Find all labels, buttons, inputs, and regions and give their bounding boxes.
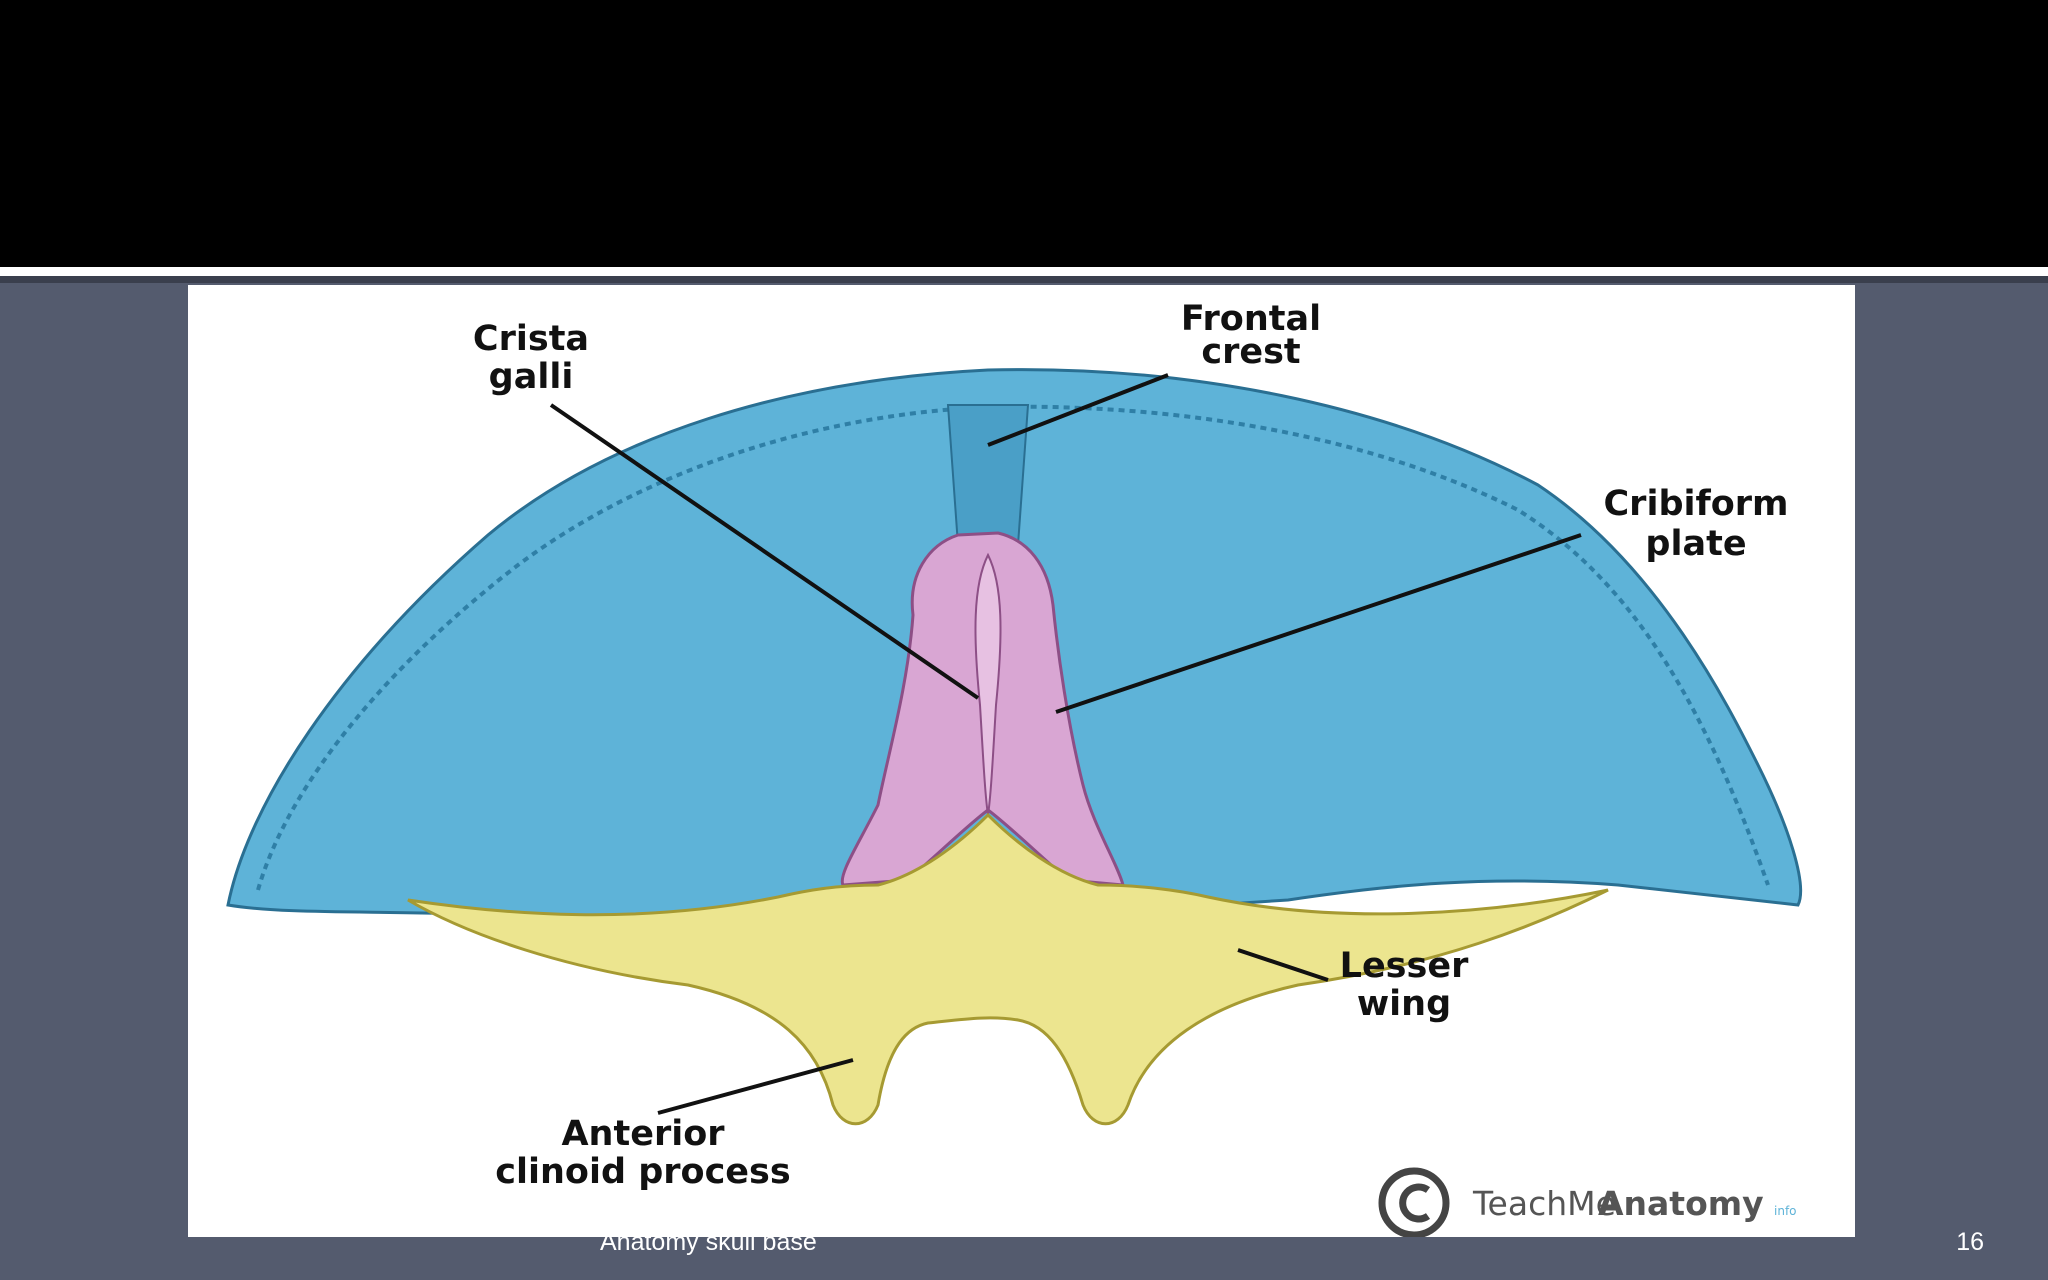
label-crista-galli-line2: galli [489, 357, 574, 397]
page-number: 16 [1956, 1228, 1984, 1256]
title-divider [0, 267, 2048, 276]
lesser-wing-leader [1237, 948, 1329, 982]
crista-galli-leader [549, 403, 980, 700]
label-crista-galli-line1: Crista [473, 319, 589, 359]
label-anterior-clinoid-line2: clinoid process [495, 1152, 790, 1192]
sphenoid-lesser-wing-region [407, 812, 1609, 1126]
watermark-brand-bold: Anatomy [1598, 1184, 1764, 1223]
anterior-cranial-fossa-diagram: Crista galli Frontal crest Cribiform pla… [226, 299, 1803, 1237]
label-cribiform-plate-line1: Cribiform [1604, 484, 1789, 524]
watermark-brand-suffix: info [1774, 1204, 1797, 1218]
teachmeanatomy-watermark: TeachMe Anatomy info [1378, 1167, 1797, 1237]
label-frontal-crest-line2: crest [1201, 332, 1300, 372]
label-cribiform-plate-line2: plate [1645, 524, 1746, 564]
label-lesser-wing-line2: wing [1357, 984, 1451, 1024]
slide-footer: Anatomy skull base [600, 1228, 817, 1256]
title-divider-shadow [0, 276, 2048, 283]
label-anterior-clinoid-line1: Anterior [561, 1114, 725, 1154]
label-lesser-wing-line1: Lesser [1340, 946, 1469, 986]
anterior-clinoid-leader [657, 1058, 854, 1115]
frontal-crest-ridge [946, 404, 1030, 546]
copyright-icon [1378, 1167, 1450, 1237]
anatomy-figure: Crista galli Frontal crest Cribiform pla… [188, 285, 1855, 1237]
watermark-brand-light: TeachMe [1472, 1184, 1616, 1223]
title-band [0, 0, 2048, 267]
copyright-icon-c [1399, 1183, 1431, 1223]
cribiform-plate-leader [1055, 533, 1582, 714]
frontal-crest-leader [987, 373, 1169, 447]
label-frontal-crest-line1: Frontal [1181, 299, 1321, 339]
